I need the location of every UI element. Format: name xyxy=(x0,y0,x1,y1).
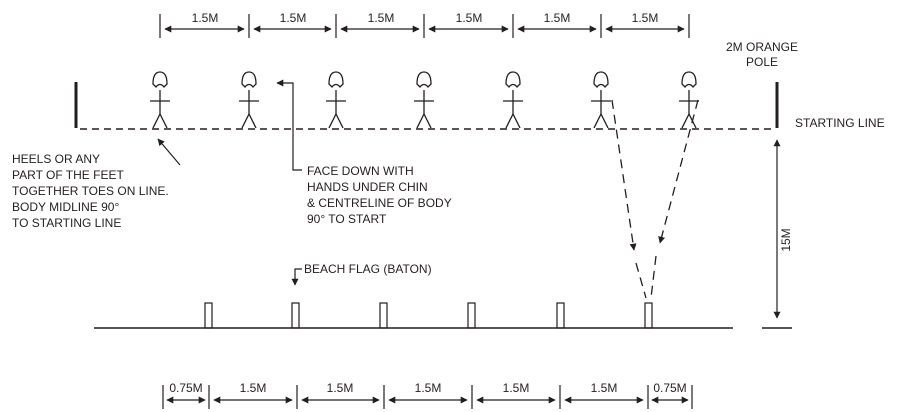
competitor-figure xyxy=(678,71,700,129)
beach-flag-label: BEACH FLAG (BATON) xyxy=(304,262,432,276)
run-path xyxy=(650,255,657,299)
spacing-label: 1.5M xyxy=(327,381,354,395)
spacing-label: 1.5M xyxy=(591,381,618,395)
heels-pointer xyxy=(157,138,181,166)
heels-note: HEELS OR ANY PART OF THE FEET TOGETHER T… xyxy=(12,152,172,230)
beach-flag xyxy=(291,302,300,329)
competitor-figure xyxy=(502,71,524,129)
spacing-label: 1.5M xyxy=(456,11,483,25)
beach-flag xyxy=(467,302,476,329)
competitors xyxy=(149,71,700,129)
competitor-figure xyxy=(413,71,435,129)
spacing-label: 1.5M xyxy=(415,381,442,395)
run-path-arrow xyxy=(658,99,699,244)
beach-flag xyxy=(379,302,388,329)
bottom-spacing-dimensions: 0.75M 1.5M 1.5M 1.5M 1.5M 1.5M 0.75M xyxy=(162,381,693,409)
face-down-note: FACE DOWN WITH HANDS UNDER CHIN & CENTRE… xyxy=(307,164,455,226)
pole-label-line-2: POLE xyxy=(746,55,778,69)
spacing-label: 0.75M xyxy=(653,381,686,395)
run-path-arrow xyxy=(611,99,637,251)
competitor-figure xyxy=(325,71,347,129)
run-path xyxy=(635,262,647,299)
competitor-figure xyxy=(238,71,260,129)
spacing-label: 1.5M xyxy=(192,11,219,25)
beach-flag xyxy=(556,302,565,329)
distance-label: 15M xyxy=(779,228,793,251)
spacing-label: 0.75M xyxy=(169,381,202,395)
beach-flag xyxy=(644,302,653,329)
spacing-label: 1.5M xyxy=(503,381,530,395)
spacing-label: 1.5M xyxy=(368,11,395,25)
starting-line-label: STARTING LINE xyxy=(795,116,885,130)
spacing-label: 1.5M xyxy=(544,11,571,25)
spacing-label: 1.5M xyxy=(632,11,659,25)
beach-flag xyxy=(204,302,213,329)
beach-flags xyxy=(204,302,653,329)
spacing-label: 1.5M xyxy=(240,381,267,395)
competitor-figure xyxy=(590,71,612,129)
top-spacing-dimensions: 1.5M 1.5M 1.5M 1.5M 1.5M 1.5M xyxy=(159,11,690,38)
beach-flag-pointer xyxy=(291,268,302,286)
spacing-label: 1.5M xyxy=(280,11,307,25)
face-down-pointer xyxy=(276,79,302,171)
competitor-figure xyxy=(149,71,171,129)
pole-label-line-1: 2M ORANGE xyxy=(726,40,798,54)
